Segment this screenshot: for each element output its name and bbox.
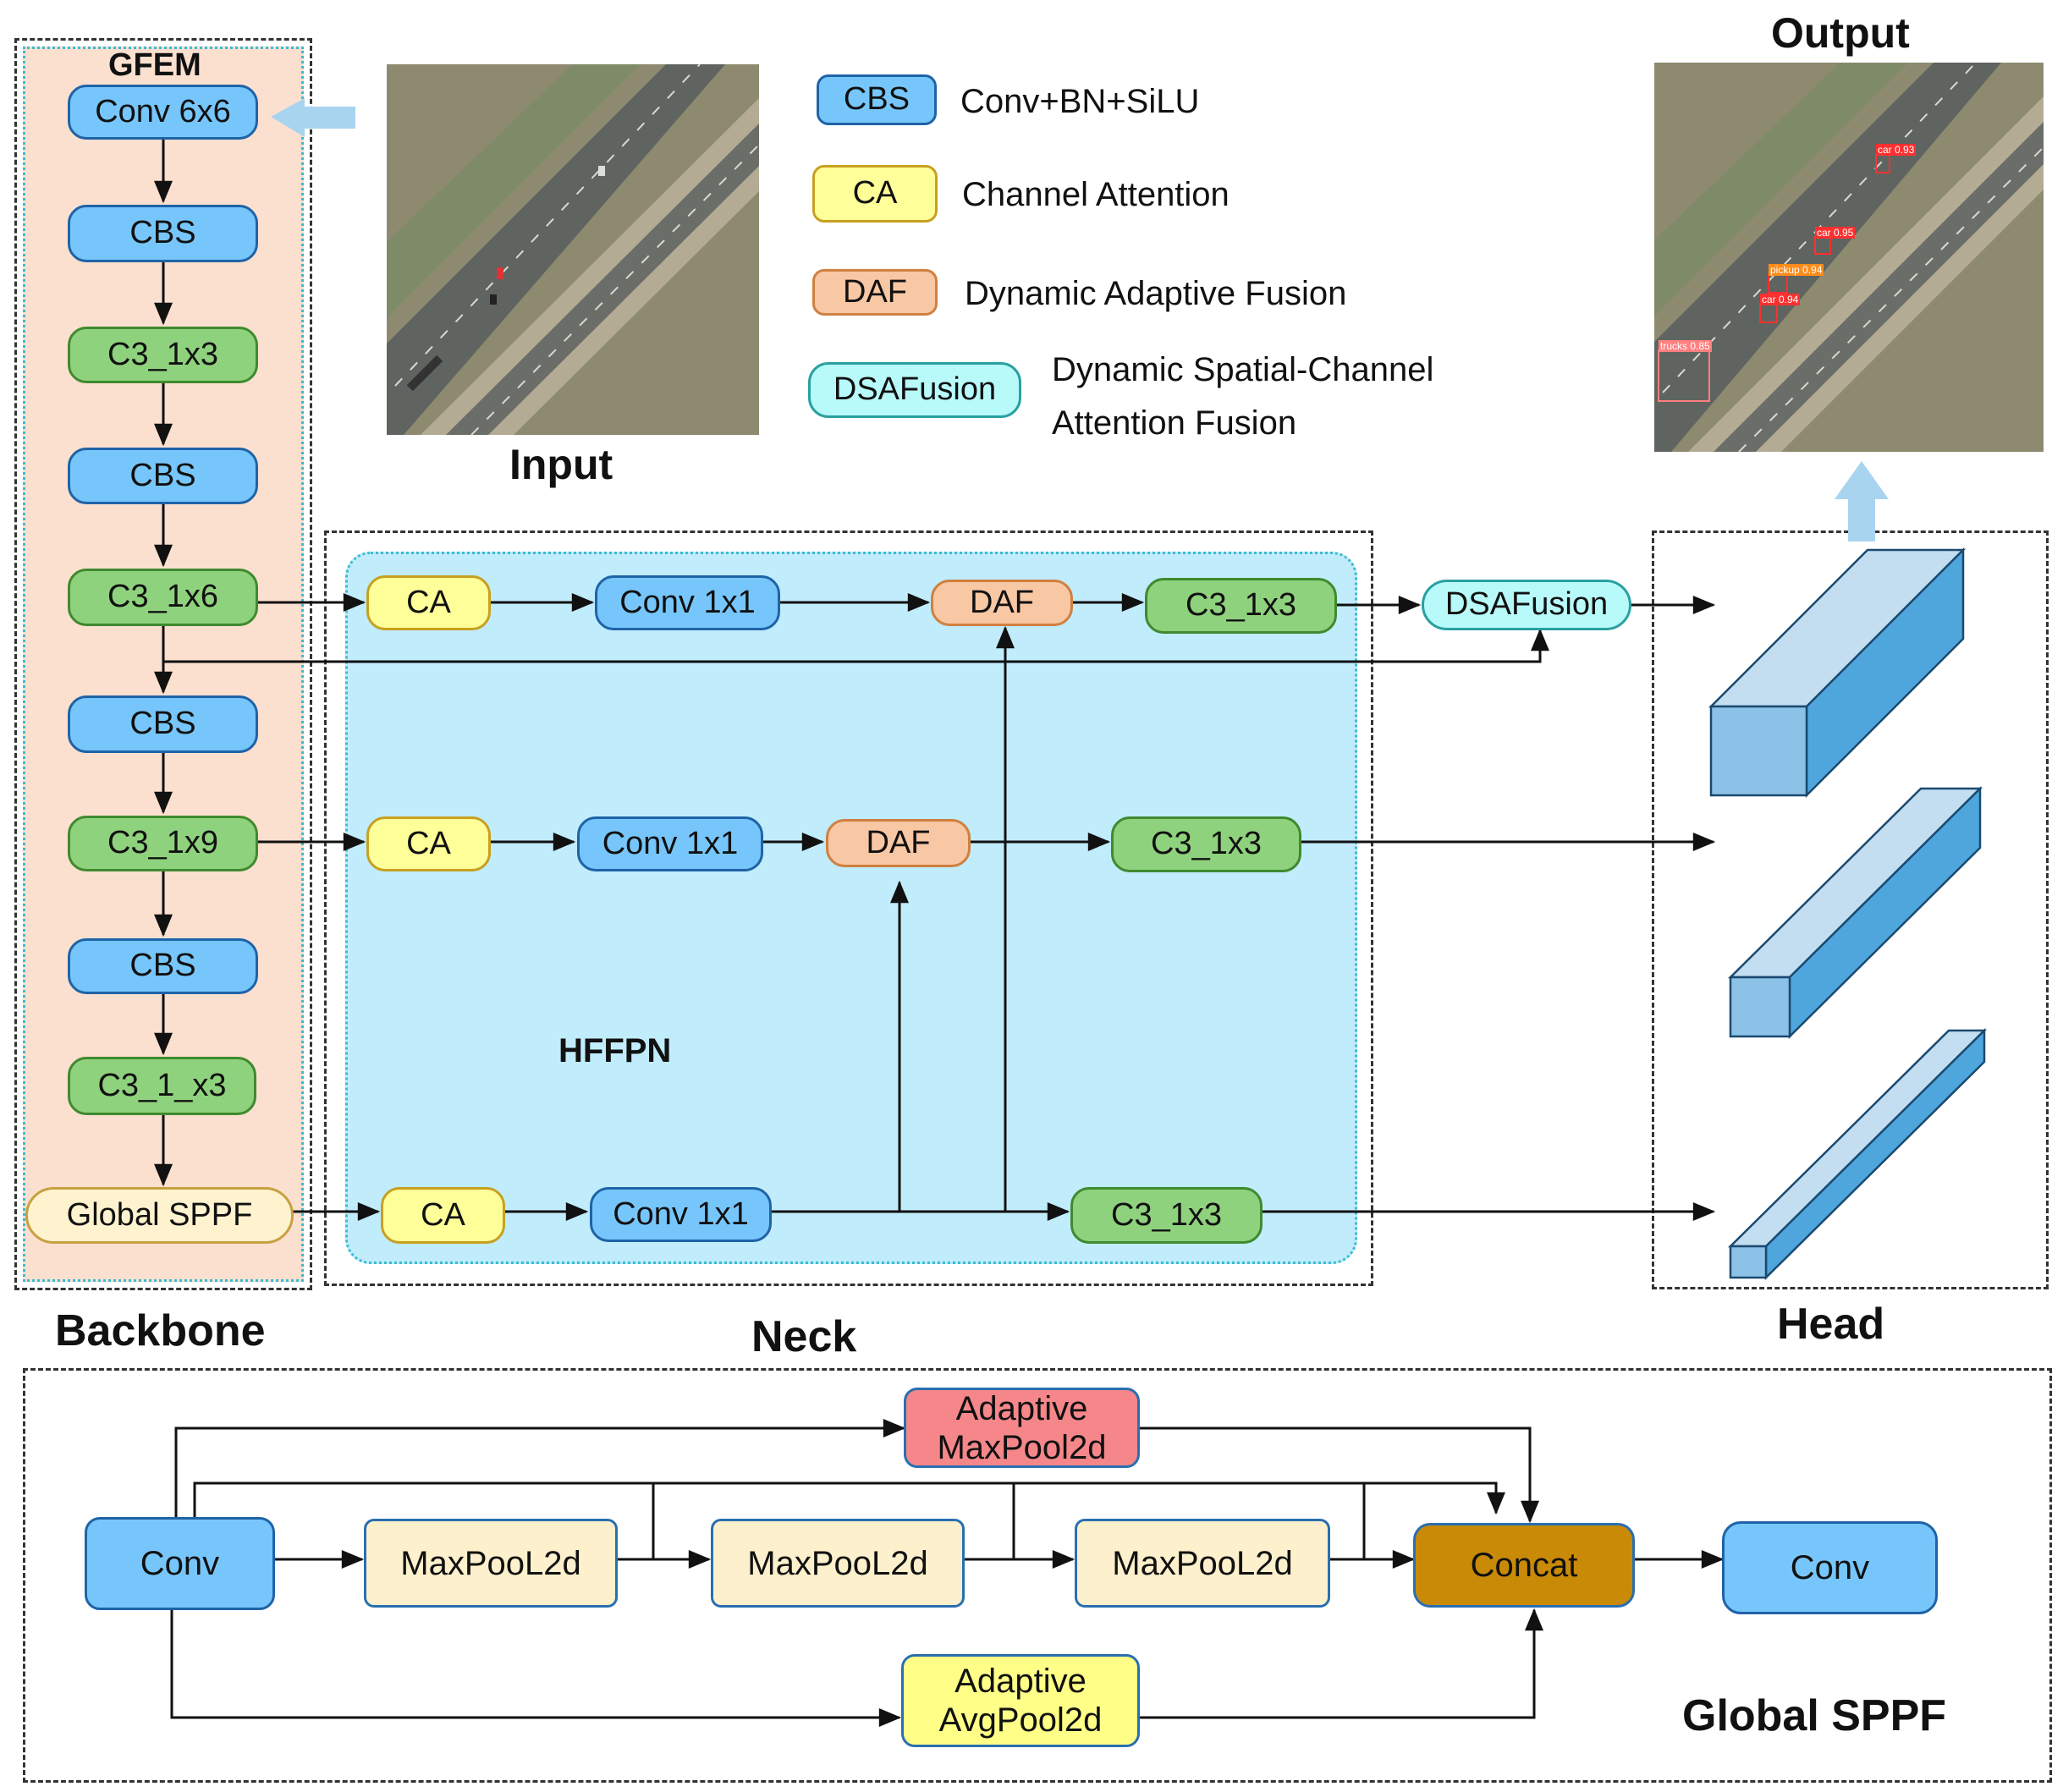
c3-1x6-block: C3_1x6: [68, 569, 258, 626]
neck-daf-1: DAF: [931, 580, 1073, 626]
head-box-medium: [1727, 786, 1983, 1039]
input-title: Input: [509, 441, 613, 488]
backbone-title: Backbone: [55, 1306, 266, 1355]
detection-label: car 0.94: [1760, 294, 1801, 305]
sppf-concat: Concat: [1413, 1523, 1635, 1608]
backbone-region: [14, 38, 312, 1290]
input-image: [387, 64, 759, 435]
adaptive-avg-line1: Adaptive: [954, 1663, 1087, 1700]
neck-region: [324, 530, 1373, 1286]
global-sppf-region: [23, 1368, 2052, 1783]
adaptive-max-line2: MaxPool2d: [937, 1428, 1107, 1466]
legend-cbs-desc: Conv+BN+SiLU: [960, 83, 1200, 120]
cbs-block-3: CBS: [68, 695, 258, 753]
sppf-adaptive-avgpool: Adaptive AvgPool2d: [901, 1654, 1140, 1747]
output-image: car 0.93 car 0.95 pickup 0.94 car 0.94 t…: [1654, 63, 2044, 452]
c3-1-x3-block: C3_1_x3: [68, 1057, 256, 1115]
global-sppf-title: Global SPPF: [1682, 1691, 1947, 1740]
cbs-block-2: CBS: [68, 448, 258, 504]
input-arrow-icon: [271, 98, 355, 137]
neck-daf-2: DAF: [826, 819, 971, 867]
sppf-conv-out: Conv: [1722, 1521, 1938, 1614]
sppf-maxpool-1: MaxPooL2d: [364, 1519, 618, 1608]
legend-ca-swatch: CA: [812, 165, 938, 223]
neck-conv1x1-2: Conv 1x1: [577, 816, 763, 871]
legend-dsafusion-desc-1: Dynamic Spatial-Channel: [1052, 351, 1434, 388]
dsafusion-block: DSAFusion: [1422, 580, 1631, 630]
neck-ca-3: CA: [381, 1187, 505, 1244]
detection-label: car 0.93: [1876, 144, 1917, 156]
gfem-title: GFEM: [108, 47, 201, 83]
neck-ca-2: CA: [366, 816, 491, 871]
adaptive-avg-line2: AvgPool2d: [938, 1701, 1103, 1739]
c3-1x3-block: C3_1x3: [68, 327, 258, 383]
legend-dsafusion-desc-2: Attention Fusion: [1052, 404, 1297, 442]
head-title: Head: [1777, 1300, 1885, 1349]
head-box-small: [1727, 1028, 1988, 1280]
global-sppf-block: Global SPPF: [25, 1187, 294, 1244]
neck-c3-3: C3_1x3: [1070, 1187, 1263, 1244]
hffpn-title: HFFPN: [558, 1032, 672, 1069]
neck-c3-2: C3_1x3: [1111, 816, 1301, 872]
neck-c3-1: C3_1x3: [1145, 578, 1337, 634]
cbs-block-1: CBS: [68, 205, 258, 262]
c3-1x9-block: C3_1x9: [68, 816, 258, 871]
detection-label: car 0.95: [1815, 227, 1856, 239]
head-box-large: [1708, 547, 1967, 799]
legend-daf-swatch: DAF: [812, 269, 938, 316]
output-arrow-icon: [1835, 461, 1889, 541]
conv6x6-block: Conv 6x6: [68, 85, 258, 140]
legend-cbs-swatch: CBS: [817, 74, 937, 125]
neck-conv1x1-1: Conv 1x1: [595, 575, 780, 630]
sppf-maxpool-3: MaxPooL2d: [1075, 1519, 1330, 1608]
neck-conv1x1-3: Conv 1x1: [590, 1187, 772, 1242]
sppf-adaptive-maxpool: Adaptive MaxPool2d: [904, 1388, 1140, 1468]
cbs-block-4: CBS: [68, 938, 258, 994]
hffpn-region: [345, 552, 1357, 1264]
adaptive-max-line1: Adaptive: [955, 1389, 1088, 1427]
detection-label: trucks 0.85: [1659, 340, 1712, 352]
sppf-conv-in: Conv: [85, 1517, 275, 1610]
legend-ca-desc: Channel Attention: [962, 176, 1230, 213]
neck-title: Neck: [751, 1312, 857, 1361]
detection-label: pickup 0.94: [1769, 264, 1824, 276]
legend-dsafusion-swatch: DSAFusion: [808, 362, 1021, 418]
output-title: Output: [1771, 9, 1910, 57]
legend-daf-desc: Dynamic Adaptive Fusion: [965, 275, 1347, 312]
sppf-maxpool-2: MaxPooL2d: [711, 1519, 965, 1608]
neck-ca-1: CA: [366, 575, 491, 630]
